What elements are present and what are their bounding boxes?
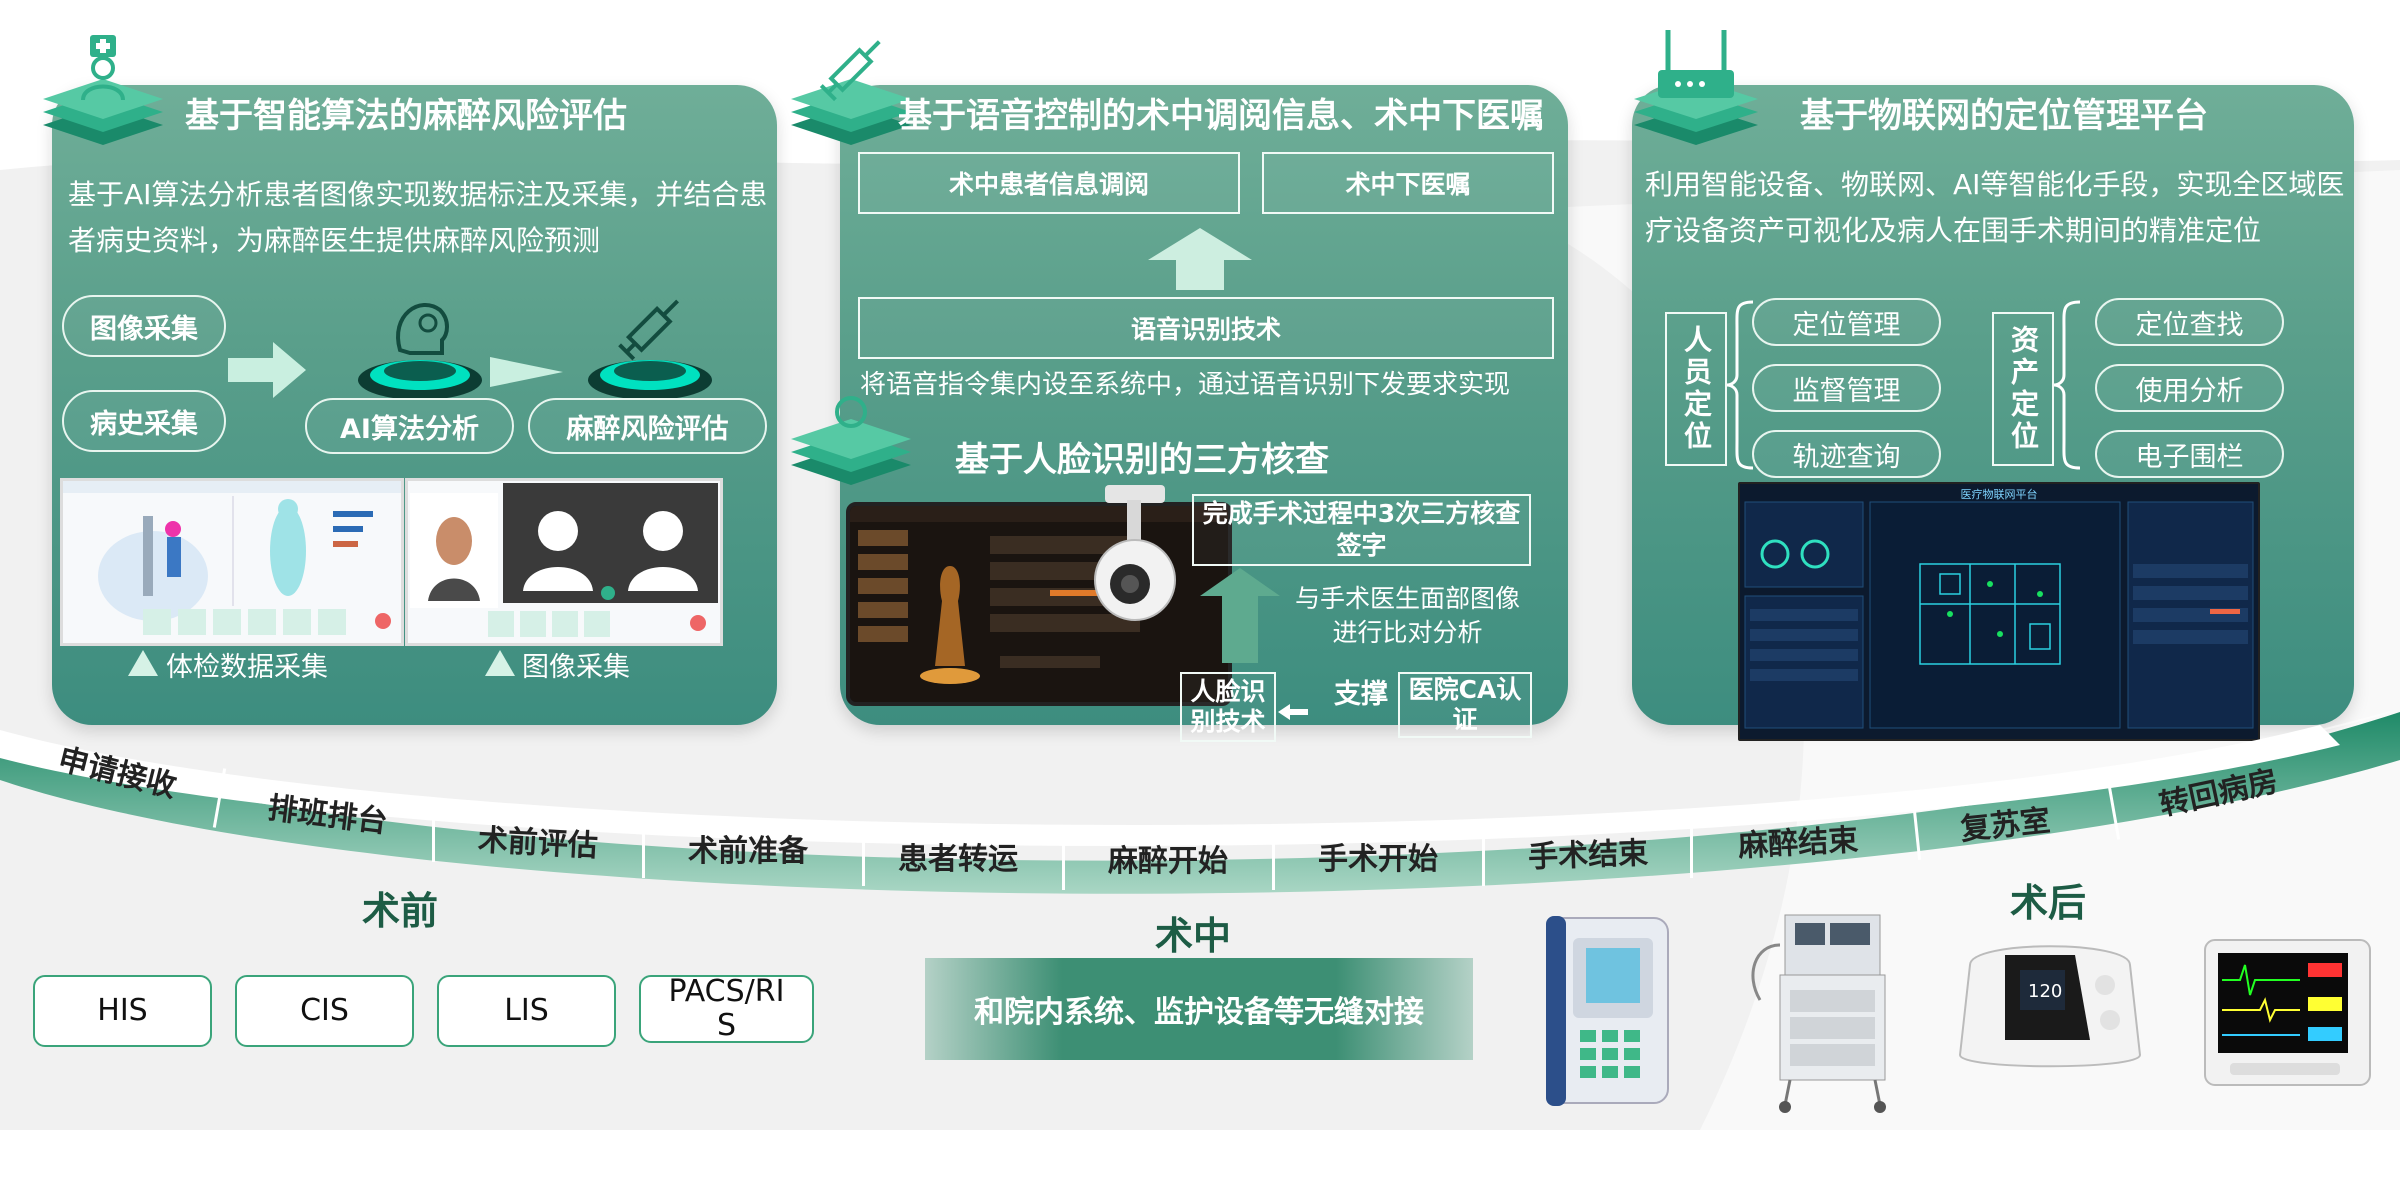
- face-tech-box: 人脸识别技术: [1180, 672, 1276, 742]
- bracket-asset: [2053, 300, 2081, 470]
- panel3-title: 基于人脸识别的三方核查: [955, 440, 1329, 480]
- stage-assess: 术前评估: [476, 822, 599, 865]
- patient-info-box: 术中患者信息调阅: [858, 152, 1240, 214]
- stage-prepare: 术前准备: [688, 834, 808, 869]
- arrow-right-icon-2: [490, 357, 563, 387]
- stage-divider: [432, 802, 435, 862]
- panel2-title: 基于语音控制的术中调阅信息、术中下医嘱: [898, 96, 1544, 136]
- three-check-box: 完成手术过程中3次三方核查签字: [1192, 494, 1531, 566]
- stage-anesthesia-start: 麻醉开始: [1108, 844, 1228, 879]
- stage-recovery: 复苏室: [1958, 803, 2052, 848]
- panel1-description: 基于AI算法分析患者图像实现数据标注及采集，并结合患者病史资料，为麻醉医生提供麻…: [68, 178, 768, 257]
- support-label: 支撑: [1334, 679, 1388, 710]
- stage-anesthesia-end: 麻醉结束: [1737, 822, 1860, 865]
- ai-head-icon: [358, 303, 482, 400]
- triangle-up-icon-2: [485, 650, 515, 676]
- panel4-title: 基于物联网的定位管理平台: [1800, 96, 2208, 136]
- camera-icon: [1094, 485, 1176, 621]
- caption-physical-exam: 体检数据采集: [166, 652, 328, 683]
- image-collect-screen: [405, 478, 723, 646]
- person-item-locate: 定位管理: [1752, 298, 1941, 346]
- system-lis: LIS: [437, 975, 616, 1047]
- phase-pre: 术前: [362, 889, 439, 933]
- stage-band: [0, 725, 2340, 847]
- system-his: HIS: [33, 975, 212, 1047]
- compare-text: 与手术医生面部图像进行比对分析: [1294, 584, 1520, 647]
- phase-post: 术后: [2010, 881, 2087, 925]
- stage-divider: [1482, 826, 1485, 886]
- stage-surgery-start: 手术开始: [1318, 842, 1438, 877]
- system-cis: CIS: [235, 975, 414, 1047]
- face-scan-icon: [791, 396, 911, 485]
- asset-item-usage: 使用分析: [2095, 364, 2284, 412]
- patient-monitor-icon: [2204, 939, 2371, 1086]
- integration-label: 和院内系统、监护设备等无缝对接: [974, 995, 1424, 1030]
- svg-text:120: 120: [2028, 981, 2062, 1002]
- asset-item-fence: 电子围栏: [2095, 430, 2284, 478]
- person-location-box: 人员定位: [1665, 312, 1727, 466]
- arrow-up-icon: [1148, 228, 1252, 290]
- syringe-icon: [791, 40, 911, 145]
- syringe-platform-icon: [588, 299, 712, 400]
- panel4-description: 利用智能设备、物联网、AI等智能化手段，实现全区域医疗设备资产可视化及病人在围手…: [1645, 168, 2345, 247]
- stage-divider: [642, 818, 645, 878]
- arrow-right-icon: [228, 342, 306, 398]
- stage-surgery-end: 手术结束: [1527, 835, 1649, 876]
- image-collect-pill: 图像采集: [62, 295, 226, 357]
- panel2-note: 将语音指令集内设至系统中，通过语音识别下发要求实现: [860, 370, 1511, 400]
- stethoscope-doctor-icon: [43, 35, 163, 145]
- arrow-up-icon-2: [1200, 568, 1280, 663]
- system-pacs: PACS/RIS: [639, 975, 814, 1043]
- history-collect-pill: 病史采集: [62, 390, 226, 452]
- panel1-title: 基于智能算法的麻醉风险评估: [185, 96, 627, 136]
- anesthesia-machine-icon: [1751, 914, 1886, 1113]
- ca-cert-box: 医院CA认证: [1398, 672, 1532, 738]
- integration-banner: 和院内系统、监护设备等无缝对接: [925, 958, 1473, 1060]
- stage-divider: [862, 826, 865, 886]
- person-item-track: 轨迹查询: [1752, 430, 1941, 478]
- stage-divider: [1062, 830, 1065, 890]
- stage-transfer: 患者转运: [898, 842, 1018, 877]
- iot-screen-title: 医疗物联网平台: [1960, 488, 2038, 501]
- router-icon: [1634, 30, 1758, 145]
- asset-location-box: 资产定位: [1992, 312, 2054, 466]
- order-box: 术中下医嘱: [1262, 152, 1554, 214]
- triangle-up-icon: [128, 650, 158, 676]
- bracket-person: [1726, 300, 1754, 470]
- risk-assessment-pill: 麻醉风险评估: [528, 398, 767, 454]
- stage-divider: [1272, 830, 1275, 890]
- phase-intra: 术中: [1155, 914, 1232, 958]
- ai-analysis-pill: AI算法分析: [305, 398, 514, 454]
- iot-platform-screen: 医疗物联网平台: [1738, 482, 2260, 741]
- asset-item-find: 定位查找: [2095, 298, 2284, 346]
- infusion-pump-icon: [1546, 916, 1669, 1106]
- person-item-supervise: 监督管理: [1752, 364, 1941, 412]
- blood-pressure-monitor-icon: 120: [1958, 945, 2142, 1068]
- stage-divider: [1690, 818, 1693, 878]
- physical-exam-screen: [60, 478, 404, 646]
- arrow-left-icon: [1278, 704, 1308, 720]
- caption-image-collect: 图像采集: [522, 652, 630, 683]
- voice-tech-box: 语音识别技术: [858, 297, 1554, 359]
